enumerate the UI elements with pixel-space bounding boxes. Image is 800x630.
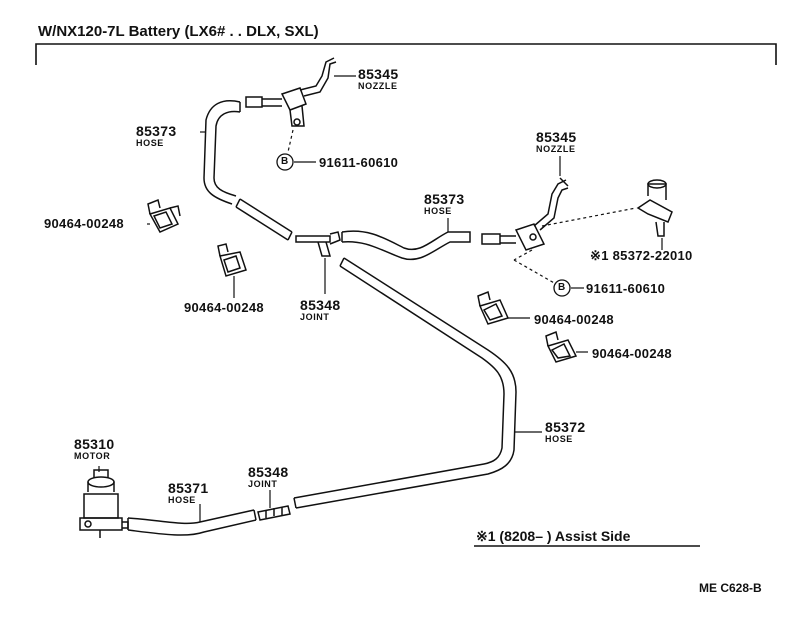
nozzle-top-name: NOZZLE — [358, 81, 398, 91]
clamp-3-part-number: 90464-00248 — [534, 312, 614, 327]
hose-85372-long — [293, 257, 517, 509]
nozzle-top-part-number: 85345 — [358, 66, 399, 82]
clamp-90464-1 — [147, 198, 181, 233]
joint-low-name: JOINT — [248, 479, 278, 489]
joint-low-part-number: 85348 — [248, 464, 289, 480]
joint-85348-mid — [295, 231, 341, 257]
motor-part-number: 85310 — [74, 436, 115, 452]
nozzle-85345-top — [245, 57, 337, 127]
nozzle-85345-right — [481, 177, 569, 251]
hose-85373-left — [203, 100, 241, 205]
bolt-top-part-number: 91611-60610 — [319, 155, 399, 170]
hose-long-part-number: 85372 — [545, 419, 586, 435]
hose-85373-left-lower — [235, 198, 293, 241]
hose-85373-mid — [341, 230, 471, 261]
dashed-leader-bolt-right-b — [513, 259, 557, 285]
bolt-symbol-top — [276, 153, 294, 171]
nozzle-right-name: NOZZLE — [536, 144, 576, 154]
assist-nozzle-part-number: ※1 85372-22010 — [590, 248, 693, 263]
nozzle-right-part-number: 85345 — [536, 129, 577, 145]
dashed-leader-bolt-top — [287, 129, 294, 153]
clamp-90464-3 — [477, 290, 510, 325]
bolt-right-part-number: 91611-60610 — [586, 281, 666, 296]
diagram-title: W/NX120-7L Battery (LX6# . . DLX, SXL) — [38, 23, 319, 40]
motor-name: MOTOR — [74, 451, 111, 461]
clamp-2-part-number: 90464-00248 — [184, 300, 264, 315]
hose-mid-name: HOSE — [424, 206, 452, 216]
hose-85371-low — [127, 509, 257, 536]
clamp-4-part-number: 90464-00248 — [592, 346, 672, 361]
bolt-symbol-right — [553, 279, 571, 297]
motor-85310 — [79, 469, 129, 538]
assist-side-footnote: ※1 (8208– ) Assist Side — [476, 528, 631, 544]
bolt-right-symbol-letter: B — [558, 282, 566, 293]
clamp-90464-4 — [545, 330, 578, 363]
hose-left-name: HOSE — [136, 138, 164, 148]
diagram-code: ME C628-B — [699, 581, 762, 595]
nozzle-assist-side — [636, 179, 673, 237]
dashed-leader-bolt-right-a — [513, 249, 533, 261]
hose-low-part-number: 85371 — [168, 480, 209, 496]
hose-low-name: HOSE — [168, 495, 196, 505]
clamp-90464-2 — [217, 243, 247, 277]
joint-mid-part-number: 85348 — [300, 297, 341, 313]
hose-long-name: HOSE — [545, 434, 573, 444]
hose-left-part-number: 85373 — [136, 123, 177, 139]
joint-mid-name: JOINT — [300, 312, 330, 322]
bolt-top-symbol-letter: B — [281, 156, 289, 167]
hose-mid-part-number: 85373 — [424, 191, 465, 207]
joint-85348-low — [257, 505, 291, 521]
clamp-1-part-number: 90464-00248 — [44, 216, 124, 231]
dashed-leader-assist — [541, 207, 637, 227]
title-frame — [35, 43, 777, 65]
